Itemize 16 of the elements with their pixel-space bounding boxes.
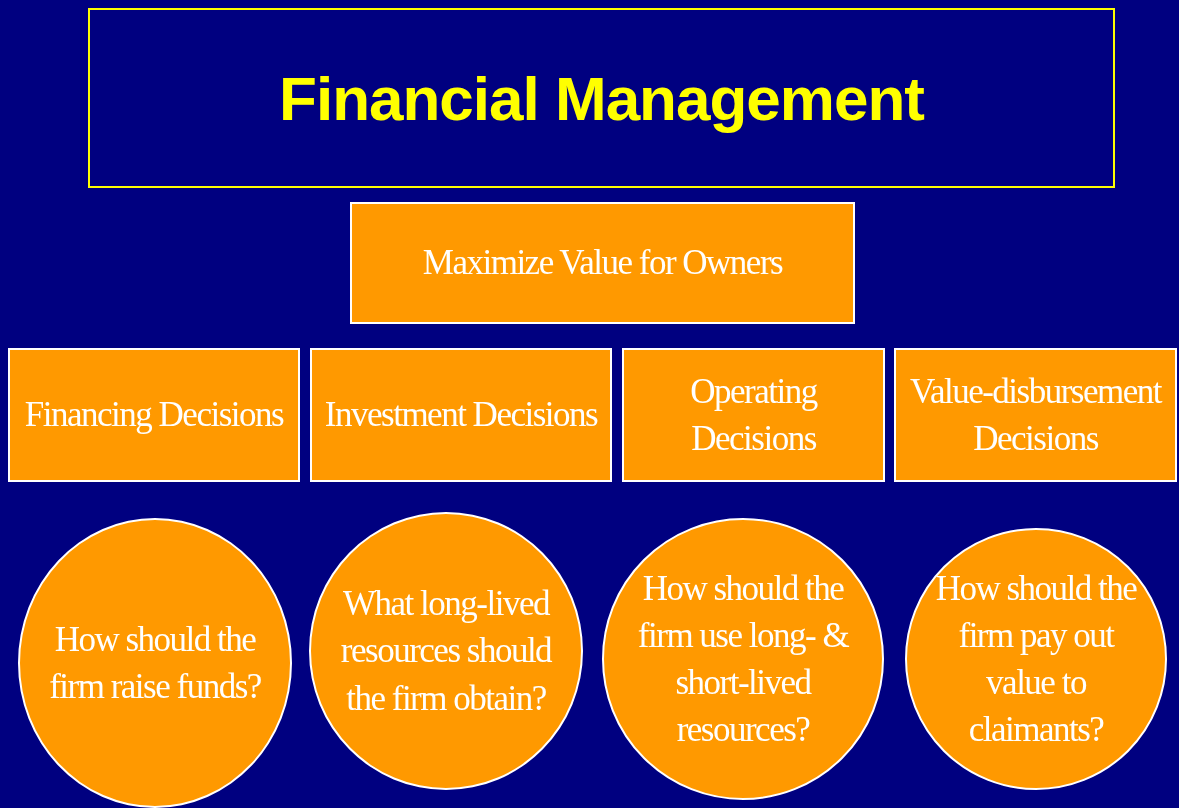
- box-label: Value-disbursement Decisions: [909, 370, 1163, 460]
- box-label: Maximize Value for Owners: [422, 242, 783, 285]
- box-label: Financing Decisions: [24, 394, 284, 437]
- box-label: Investment Decisions: [324, 394, 598, 437]
- title-box: [88, 8, 1115, 188]
- box-label: Operating Decisions: [689, 370, 819, 460]
- question-text: How should the firm pay out value to claimants?: [934, 567, 1138, 752]
- question-text: How should the firm raise funds?: [48, 618, 262, 708]
- decision-box: [310, 348, 612, 482]
- decision-box: [894, 348, 1177, 482]
- decision-box: [8, 348, 300, 482]
- question-text: What long-lived resources should the firm obtain?: [339, 583, 553, 720]
- decision-box: [350, 202, 855, 324]
- title-text: Financial Management: [279, 62, 924, 134]
- question-text: How should the firm use long- & short-lived resources?: [636, 567, 850, 752]
- decision-box: [622, 348, 885, 482]
